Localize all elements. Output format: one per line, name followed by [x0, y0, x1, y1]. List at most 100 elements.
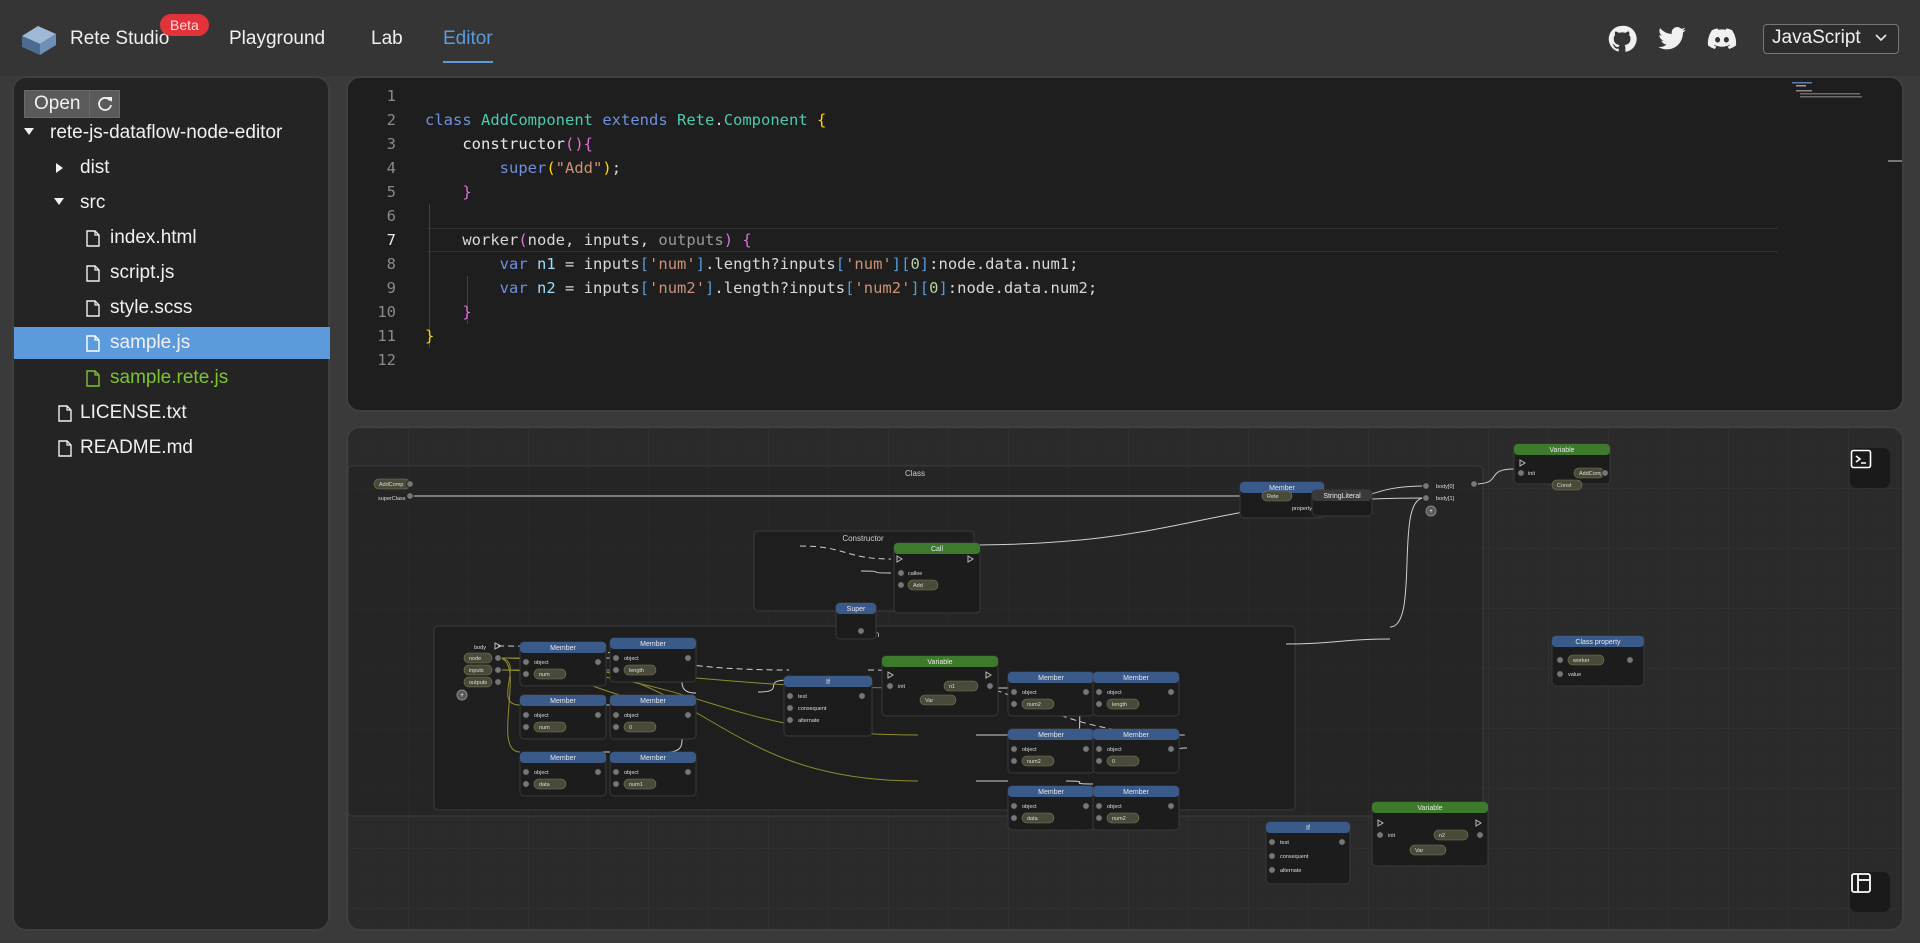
connection[interactable] — [497, 657, 521, 706]
socket[interactable] — [612, 723, 620, 731]
code-line[interactable]: 1 — [348, 84, 1768, 108]
socket[interactable] — [684, 654, 692, 662]
code-line[interactable]: 6 — [348, 204, 1768, 228]
node-field[interactable] — [1021, 755, 1055, 767]
socket[interactable] — [522, 670, 530, 678]
code-line[interactable]: 9 var n2 = inputs['num2'].length?inputs[… — [348, 276, 1768, 300]
scrollbar-thumb[interactable] — [1888, 160, 1902, 162]
nav-editor[interactable]: Editor — [443, 28, 493, 63]
socket[interactable] — [1082, 745, 1090, 753]
socket[interactable] — [1167, 802, 1175, 810]
tree-file-script-js[interactable]: script.js — [14, 257, 330, 289]
node-field[interactable] — [1551, 479, 1583, 491]
socket[interactable] — [1095, 757, 1103, 765]
socket[interactable] — [1268, 838, 1276, 846]
socket[interactable] — [786, 704, 794, 712]
socket[interactable] — [1095, 802, 1103, 810]
exec-port[interactable] — [967, 555, 974, 563]
node-field[interactable] — [943, 680, 979, 692]
socket[interactable] — [594, 768, 602, 776]
socket[interactable] — [406, 492, 414, 500]
node-field[interactable] — [533, 778, 567, 790]
tree-folder-src[interactable]: src — [14, 187, 330, 219]
socket[interactable] — [1010, 802, 1018, 810]
socket[interactable] — [1268, 852, 1276, 860]
socket[interactable] — [1601, 469, 1609, 477]
socket[interactable] — [1167, 688, 1175, 696]
socket[interactable] — [1082, 802, 1090, 810]
socket[interactable] — [986, 682, 994, 690]
socket[interactable] — [494, 654, 502, 662]
node-field[interactable] — [463, 676, 493, 688]
socket[interactable] — [1556, 670, 1564, 678]
exec-port[interactable] — [494, 642, 503, 650]
socket[interactable] — [684, 768, 692, 776]
socket[interactable] — [522, 711, 530, 719]
socket[interactable] — [522, 658, 530, 666]
socket[interactable] — [406, 480, 414, 488]
tree-file-sample-rete-js[interactable]: sample.rete.js — [14, 362, 330, 394]
node-field[interactable] — [623, 778, 657, 790]
exec-port[interactable] — [985, 671, 992, 679]
github-icon[interactable] — [1607, 24, 1637, 54]
socket[interactable] — [594, 711, 602, 719]
node-field[interactable] — [919, 694, 957, 706]
twitter-icon[interactable] — [1657, 24, 1687, 54]
socket[interactable] — [1268, 866, 1276, 874]
socket[interactable] — [494, 678, 502, 686]
layout-button[interactable] — [1850, 872, 1890, 912]
node-field[interactable] — [907, 579, 939, 591]
node-field[interactable] — [1106, 812, 1140, 824]
code-line[interactable]: 5 } — [348, 180, 1768, 204]
nav-lab[interactable]: Lab — [371, 28, 403, 49]
code-minimap[interactable] — [1790, 80, 1880, 120]
tree-file-index-html[interactable]: index.html — [14, 222, 330, 254]
socket[interactable] — [1010, 814, 1018, 822]
connection[interactable] — [1285, 638, 1391, 645]
refresh-button[interactable] — [90, 90, 121, 118]
brand-title[interactable]: Rete Studio — [70, 28, 170, 49]
socket[interactable] — [612, 666, 620, 674]
socket[interactable] — [897, 569, 905, 577]
code-line[interactable]: 3 constructor(){ — [348, 132, 1768, 156]
socket[interactable] — [1376, 831, 1384, 839]
socket[interactable] — [612, 768, 620, 776]
socket[interactable] — [786, 716, 794, 724]
node-graph-editor[interactable]: ClassConstructorFunctionAddCompsuperClas… — [346, 426, 1904, 931]
socket[interactable] — [1095, 814, 1103, 822]
socket[interactable] — [522, 780, 530, 788]
node-field[interactable] — [463, 652, 493, 664]
node-field[interactable] — [1261, 490, 1293, 502]
code-line[interactable]: 8 var n1 = inputs['num'].length?inputs['… — [348, 252, 1768, 276]
socket[interactable] — [1470, 480, 1478, 488]
connection[interactable] — [497, 657, 521, 753]
socket[interactable] — [1556, 656, 1564, 664]
node-field[interactable] — [1021, 812, 1055, 824]
socket[interactable] — [612, 780, 620, 788]
tree-folder-dist[interactable]: dist — [14, 152, 330, 184]
node-field[interactable] — [1106, 698, 1140, 710]
node-field[interactable] — [1567, 654, 1605, 666]
socket[interactable] — [1476, 831, 1484, 839]
connection[interactable] — [1065, 780, 1094, 785]
node-field[interactable] — [533, 668, 567, 680]
socket[interactable] — [684, 711, 692, 719]
socket[interactable] — [1422, 494, 1430, 502]
tree-file-readme[interactable]: README.md — [14, 432, 330, 464]
add-port-button[interactable] — [1425, 505, 1437, 517]
discord-icon[interactable] — [1707, 24, 1737, 54]
socket[interactable] — [1626, 656, 1634, 664]
socket[interactable] — [1338, 838, 1346, 846]
socket[interactable] — [1422, 482, 1430, 490]
code-line[interactable]: 7 worker(node, inputs, outputs) { — [348, 228, 1768, 252]
socket[interactable] — [1167, 745, 1175, 753]
node-field[interactable] — [1021, 698, 1055, 710]
exec-port[interactable] — [887, 671, 894, 679]
socket[interactable] — [494, 666, 502, 674]
code-line[interactable]: 10 } — [348, 300, 1768, 324]
socket[interactable] — [1517, 469, 1525, 477]
connection[interactable] — [497, 645, 790, 671]
tree-file-sample-js[interactable]: sample.js — [14, 327, 330, 359]
